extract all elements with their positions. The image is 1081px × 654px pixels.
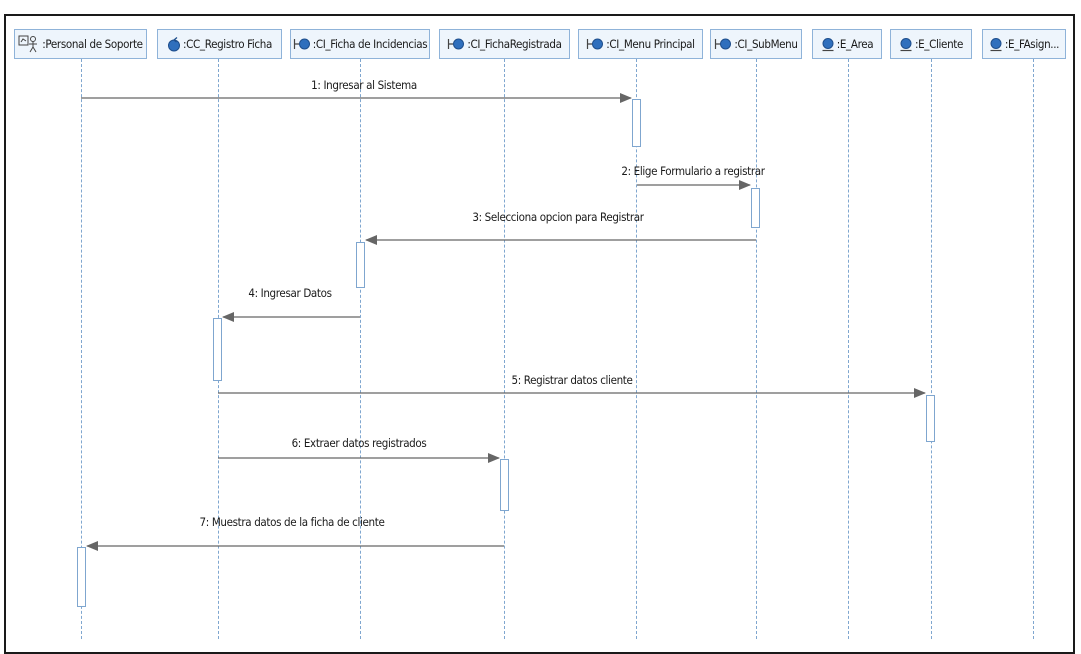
boundary-icon bbox=[293, 38, 310, 50]
activation-bar-personal[interactable] bbox=[77, 547, 86, 607]
activation-bar-menu-principal[interactable] bbox=[632, 99, 641, 147]
activation-bar-registro-ficha[interactable] bbox=[213, 318, 222, 381]
lifeline-label: :E_FAsign... bbox=[1004, 37, 1060, 51]
lifeline-head-ci-ficharegistrada[interactable]: :CI_FichaRegistrada bbox=[439, 29, 570, 59]
lifeline-label: :Personal de Soporte bbox=[42, 37, 143, 51]
lifeline-head-e-cliente[interactable]: :E_Cliente bbox=[890, 29, 972, 59]
lifeline-personal-de-soporte bbox=[81, 59, 82, 639]
message-arrows bbox=[81, 93, 926, 551]
lifeline-label: :CI_SubMenu bbox=[734, 37, 798, 51]
lifeline-e-cliente bbox=[931, 59, 932, 639]
lifeline-ci-submenu bbox=[756, 59, 757, 639]
actor-icon bbox=[18, 35, 38, 53]
lifeline-label: :CI_Ficha de Incidencias bbox=[312, 37, 428, 51]
lifeline-head-personal-de-soporte[interactable]: :Personal de Soporte bbox=[14, 29, 147, 59]
message-label-1[interactable]: 1: Ingresar al Sistema bbox=[311, 78, 417, 92]
activation-bar-ficha-incidencias[interactable] bbox=[356, 242, 365, 288]
lifeline-ci-ficharegistrada bbox=[504, 59, 505, 639]
lifeline-label: :CC_Registro Ficha bbox=[183, 37, 272, 51]
lifeline-head-cc-registro-ficha[interactable]: :CC_Registro Ficha bbox=[157, 29, 282, 59]
activation-bar-ficha-registrada[interactable] bbox=[500, 459, 509, 511]
activation-bar-cliente[interactable] bbox=[926, 395, 935, 442]
lifeline-head-ci-ficha-de-incidencias[interactable]: :CI_Ficha de Incidencias bbox=[290, 29, 430, 59]
message-label-2[interactable]: 2: Elige Formulario a registrar bbox=[621, 164, 765, 178]
diagram-frame bbox=[4, 14, 1075, 654]
message-label-4[interactable]: 4: Ingresar Datos bbox=[248, 286, 332, 300]
activation-bar-submenu[interactable] bbox=[751, 188, 760, 228]
control-icon bbox=[168, 37, 181, 52]
lifeline-label: :CI_Menu Principal bbox=[606, 37, 695, 51]
entity-icon bbox=[822, 37, 834, 51]
lifeline-ci-ficha-de-incidencias bbox=[360, 59, 361, 639]
entity-icon bbox=[900, 37, 912, 51]
boundary-icon bbox=[448, 38, 465, 50]
lifeline-label: :E_Cliente bbox=[914, 37, 964, 51]
lifeline-head-ci-submenu[interactable]: :CI_SubMenu bbox=[710, 29, 802, 59]
lifeline-head-e-area[interactable]: :E_Area bbox=[812, 29, 882, 59]
boundary-icon bbox=[715, 38, 732, 50]
message-label-3[interactable]: 3: Selecciona opcion para Registrar bbox=[472, 210, 644, 224]
message-label-5[interactable]: 5: Registrar datos cliente bbox=[511, 373, 633, 387]
message-label-7[interactable]: 7: Muestra datos de la ficha de cliente bbox=[199, 515, 385, 529]
entity-icon bbox=[990, 37, 1002, 51]
message-label-6[interactable]: 6: Extraer datos registrados bbox=[291, 436, 427, 450]
lifeline-head-e-fasign[interactable]: :E_FAsign... bbox=[982, 29, 1066, 59]
lifeline-e-fasign bbox=[1033, 59, 1034, 639]
lifeline-ci-menu-principal bbox=[636, 59, 637, 639]
lifeline-e-area bbox=[848, 59, 849, 639]
lifeline-label: :E_Area bbox=[836, 37, 874, 51]
lifeline-head-ci-menu-principal[interactable]: :CI_Menu Principal bbox=[578, 29, 703, 59]
boundary-icon bbox=[587, 38, 604, 50]
lifeline-label: :CI_FichaRegistrada bbox=[467, 37, 562, 51]
